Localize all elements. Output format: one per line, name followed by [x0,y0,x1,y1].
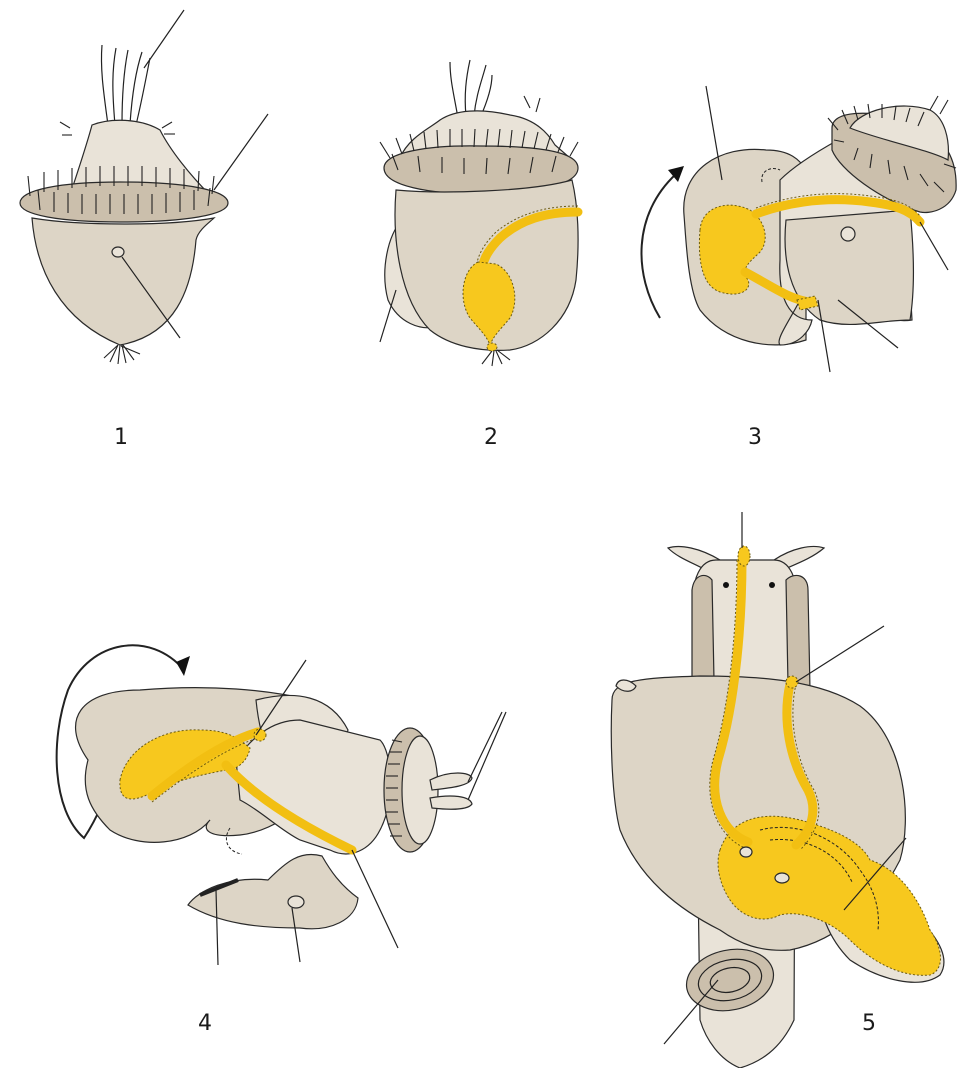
stage-5-larva [611,512,944,1068]
stage-2-larva [380,60,578,366]
stage-label-1: 1 [114,425,128,450]
apical-tuft [101,45,150,125]
stage-1-larva [20,10,268,364]
stage-4-larva [57,645,506,965]
stage-3-larva [641,86,956,372]
stage-label-2: 2 [484,425,498,450]
telotroch [104,345,140,364]
stage-label-3: 3 [748,425,762,450]
stage-label-5: 5 [862,1011,876,1036]
stage-label-4: 4 [198,1011,212,1036]
